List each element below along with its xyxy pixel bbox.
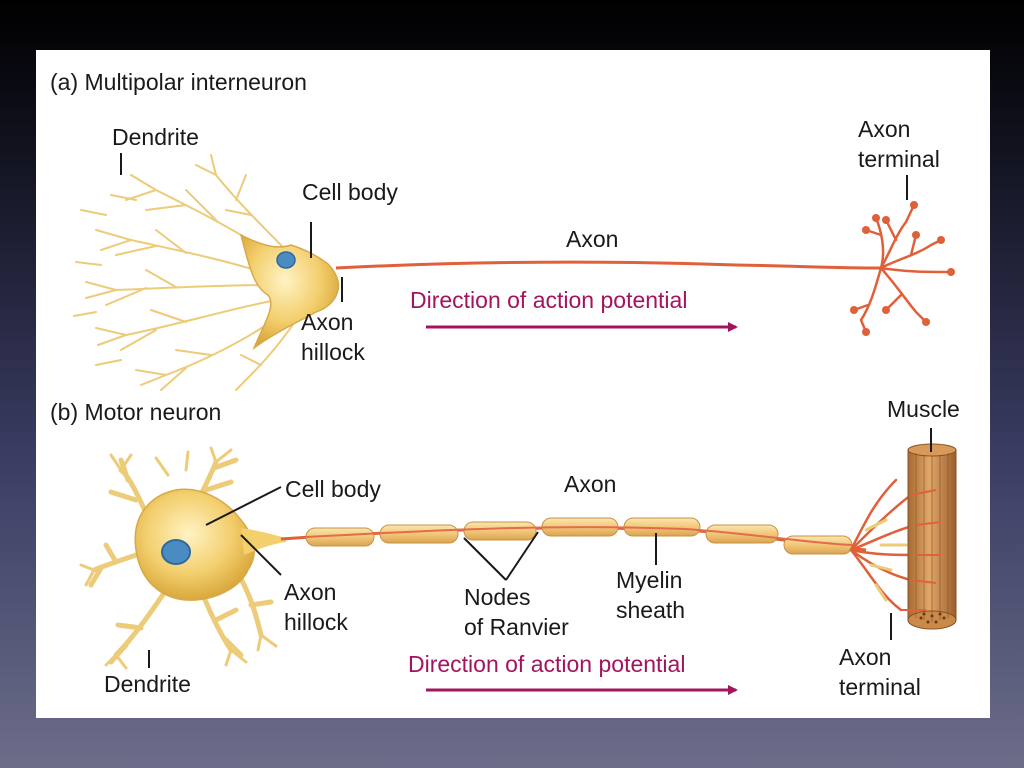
interneuron-nucleus [276,251,296,269]
neuromuscular-junction-branches [864,518,908,602]
motor-axon-core [305,526,853,546]
panel-b-nodes-label-2: of Ranvier [464,614,569,640]
panel-b-axon-terminal-label-1: Axon [839,644,892,670]
motor-dendrites-thin [79,446,278,670]
panel-a-axon-hillock-label-1: Axon [301,309,354,335]
panel-a-direction-label: Direction of action potential [410,287,688,313]
diagram-slide: (a) Multipolar interneuron Dendrite Cell… [36,50,990,718]
interneuron-cell-body [239,233,340,351]
interneuron-dendrites [73,154,297,391]
interneuron-terminal-boutons [850,201,955,336]
panel-a-leader-lines [120,153,908,302]
panel-b-axon-hillock-label-2: hillock [284,609,348,635]
panel-b-axon-hillock-label-1: Axon [284,579,337,605]
motor-cell-body [134,488,255,601]
myelin-sheath-segments [305,517,853,555]
panel-b-axon-terminal-label-2: terminal [839,674,921,700]
panel-a-cell-body-label: Cell body [302,179,398,205]
panel-b-dendrite-label: Dendrite [104,671,191,697]
panel-b-axon-label: Axon [564,471,617,497]
neuron-diagram [73,153,957,695]
panel-b-muscle-label: Muscle [887,396,960,422]
interneuron-axon [335,260,882,270]
panel-b-myelin-label-1: Myelin [616,567,683,593]
panel-a-axon-terminal-label-2: terminal [858,146,940,172]
panel-a-dendrite-label: Dendrite [112,124,199,150]
panel-a-axon-hillock-label-2: hillock [301,339,365,365]
motor-nucleus [161,539,191,565]
panel-a-axon-terminal-label-1: Axon [858,116,911,142]
panel-b-myelin-label-2: sheath [616,597,686,623]
panel-b-direction-label: Direction of action potential [408,651,686,677]
panel-b-leader-lines [148,428,932,668]
panel-a-axon-label: Axon [566,226,619,252]
panel-b-nodes-label-1: Nodes [464,584,531,610]
muscle-fiber [901,443,957,630]
panel-b-title: (b) Motor neuron [50,399,222,425]
motor-axon-hillock [241,528,286,555]
panel-a-title: (a) Multipolar interneuron [50,69,307,95]
panel-b-cell-body-label: Cell body [285,476,381,502]
